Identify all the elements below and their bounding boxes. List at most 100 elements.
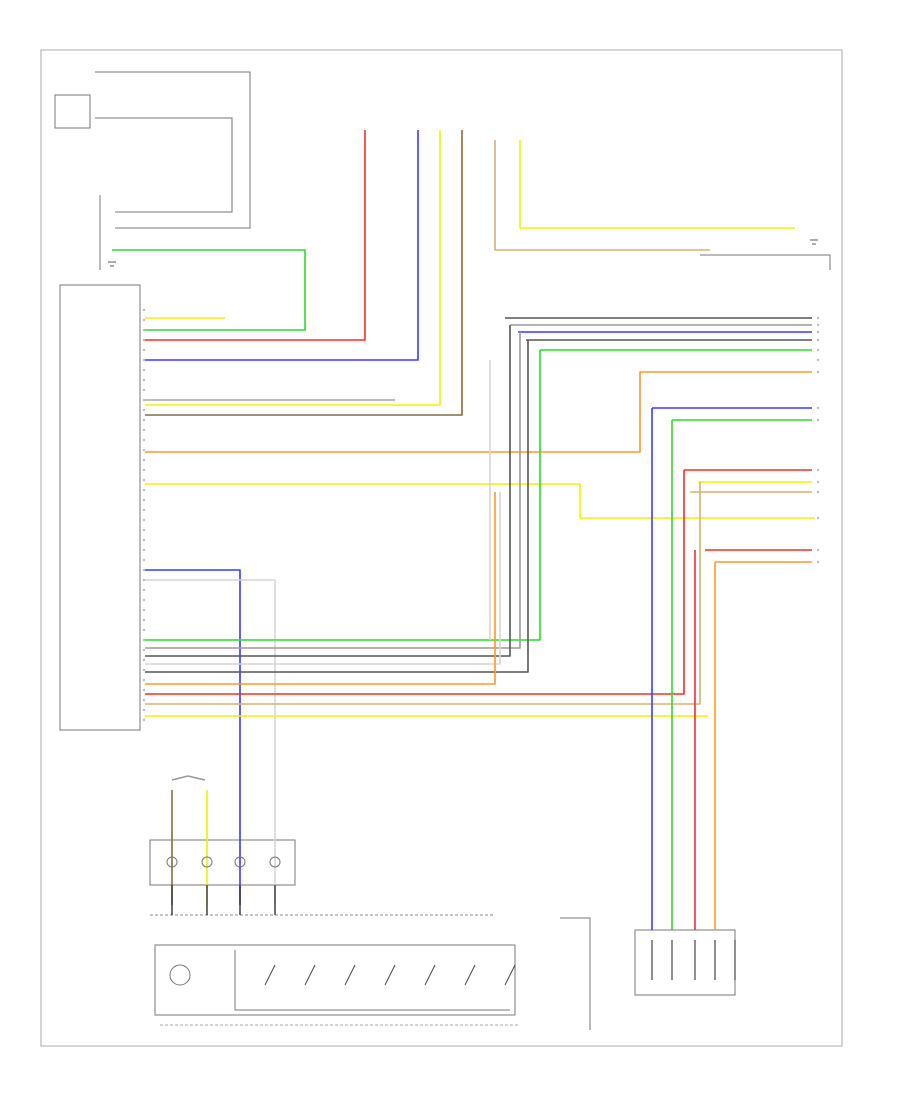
orange-wire-mid [145, 371, 812, 453]
main-unit-pin [142, 578, 146, 582]
ground-symbol [108, 261, 116, 267]
main-unit-pin [142, 648, 146, 652]
main-unit-pin [142, 508, 146, 512]
brown-wire-top [145, 130, 463, 416]
right-terminal-pin [816, 548, 820, 552]
orange-wire-lower-bus [145, 492, 496, 685]
bottom-switch-connector [149, 839, 296, 886]
connector-pins [108, 239, 820, 986]
main-unit-pin [142, 478, 146, 482]
main-unit-pin [142, 708, 146, 712]
component-boxes [54, 71, 831, 1030]
tan-wire-lower-bus [145, 482, 701, 705]
main-unit-pin [142, 488, 146, 492]
red-wire-lower-bus [145, 470, 685, 695]
yellow-wire-top [145, 130, 441, 406]
dark-wire-lower-bus-b [145, 340, 529, 673]
right-terminal-pin [816, 330, 820, 334]
main-unit-pin [142, 358, 146, 362]
main-unit-pin [142, 378, 146, 382]
right-terminal-pin [816, 516, 820, 520]
main-unit-pin [142, 618, 146, 622]
blue-wire-switch [145, 569, 241, 905]
right-terminal-pin [816, 348, 820, 352]
main-unit-pin [142, 548, 146, 552]
main-unit-pin [142, 678, 146, 682]
main-unit-outline [59, 284, 141, 731]
main-unit-pin [142, 688, 146, 692]
gray-wire-lower-bus [145, 332, 521, 649]
main-unit-pin [142, 428, 146, 432]
main-unit-pin [142, 498, 146, 502]
main-unit-pin [142, 638, 146, 642]
main-unit-pin [142, 328, 146, 332]
main-unit-pin [142, 718, 146, 722]
main-unit-pin [142, 658, 146, 662]
light-wire-switch [145, 579, 276, 905]
main-unit-pin [142, 458, 146, 462]
right-terminal-pin [816, 418, 820, 422]
right-terminal-pin [816, 468, 820, 472]
top-left-antenna-box [95, 71, 251, 229]
tan-wire-top-right [494, 140, 710, 251]
main-unit-pin [142, 588, 146, 592]
wire-harness [112, 130, 815, 930]
switch-terminal [269, 856, 281, 868]
ground-symbol [810, 239, 818, 245]
main-unit-pin [142, 528, 146, 532]
switch-contact [384, 964, 396, 986]
right-terminal-pin [816, 406, 820, 410]
switch-contact [264, 964, 276, 986]
top-left-inner-box [95, 117, 233, 213]
main-unit-pin [142, 408, 146, 412]
right-terminal-pin [816, 358, 820, 362]
yellow-wire-top-right [519, 140, 795, 229]
main-unit-pin [142, 538, 146, 542]
main-unit-pin [142, 568, 146, 572]
main-unit-pin [142, 698, 146, 702]
top-ground-bracket [700, 254, 831, 270]
green-wire-lower-bus [145, 350, 541, 641]
dark-wire-lower-bus-a [145, 325, 511, 657]
main-unit-pin [142, 668, 146, 672]
light-wire-lower-bus [145, 492, 501, 665]
red-wire-top [145, 130, 366, 341]
main-unit-pin [142, 398, 146, 402]
right-terminal-pin [816, 480, 820, 484]
switch-contact [424, 964, 436, 986]
right-terminal-pin [816, 560, 820, 564]
right-terminal-pin [816, 338, 820, 342]
main-unit-pin [142, 368, 146, 372]
switch-terminal [234, 856, 246, 868]
switch-contact [304, 964, 316, 986]
main-unit-pin [142, 558, 146, 562]
right-terminal-pin [816, 370, 820, 374]
switch-contact [504, 964, 516, 986]
main-unit-pin [142, 388, 146, 392]
right-terminal-pin [816, 490, 820, 494]
main-unit-pin [142, 338, 146, 342]
main-unit-pin [142, 518, 146, 522]
switch-terminal [201, 856, 213, 868]
main-unit-pin [142, 598, 146, 602]
bottom-switch-housing [154, 944, 516, 1016]
main-unit-pin [142, 308, 146, 312]
bottom-switch-inner [234, 950, 510, 1011]
main-unit-pin [142, 318, 146, 322]
main-unit-pin [142, 448, 146, 452]
main-unit-pin [142, 468, 146, 472]
switch-contact [464, 964, 476, 986]
switch-loop [171, 775, 206, 781]
switch-contact [344, 964, 356, 986]
right-terminal-pin [816, 323, 820, 327]
bottom-right-connector [634, 929, 736, 996]
green-wire-ground [112, 249, 306, 331]
main-unit-pin [142, 348, 146, 352]
blue-wire-top [145, 130, 419, 361]
diagram-frame [40, 49, 843, 1047]
switch-terminal [166, 856, 178, 868]
main-unit-pin [142, 628, 146, 632]
small-sensor-box [54, 94, 91, 129]
right-terminal-pin [816, 316, 820, 320]
